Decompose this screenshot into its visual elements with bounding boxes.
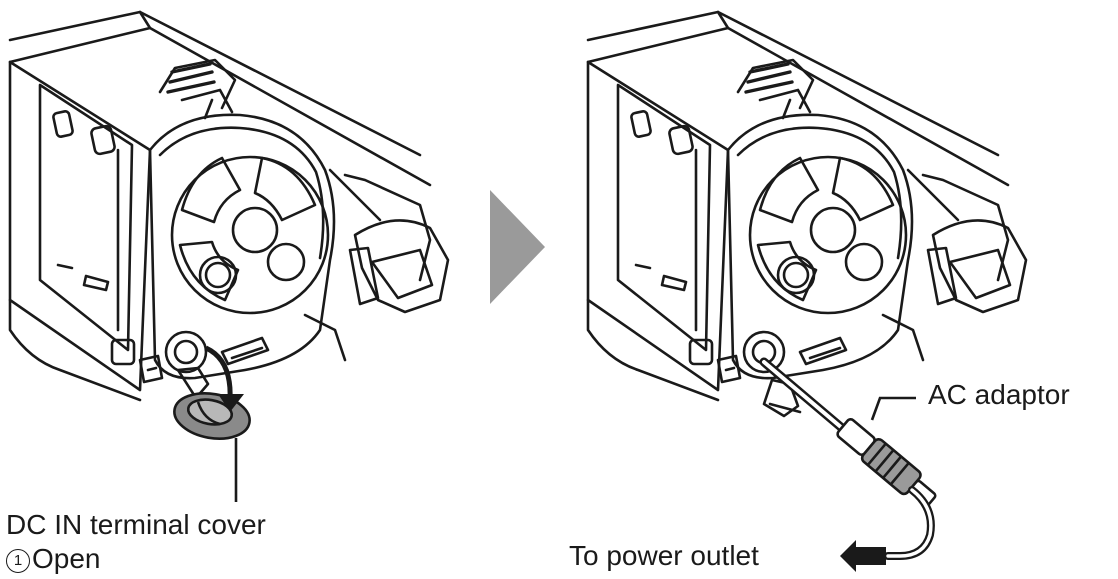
step-action-text: Open: [32, 543, 101, 574]
ac-adaptor-label: AC adaptor: [928, 379, 1070, 410]
power-outlet-label: To power outlet: [569, 540, 759, 571]
open-motion-arrow-icon: [204, 345, 244, 412]
step-arrow-icon: [490, 190, 545, 304]
ac-plug-icon: [759, 357, 937, 560]
camcorder-illustration-left: [8, 10, 450, 502]
camcorder-illustration-right: [586, 10, 1028, 572]
direction-arrow-icon: [840, 540, 886, 572]
step-number-badge: 1: [6, 549, 30, 573]
dc-in-terminal-cover-label: DC IN terminal cover: [6, 509, 266, 540]
